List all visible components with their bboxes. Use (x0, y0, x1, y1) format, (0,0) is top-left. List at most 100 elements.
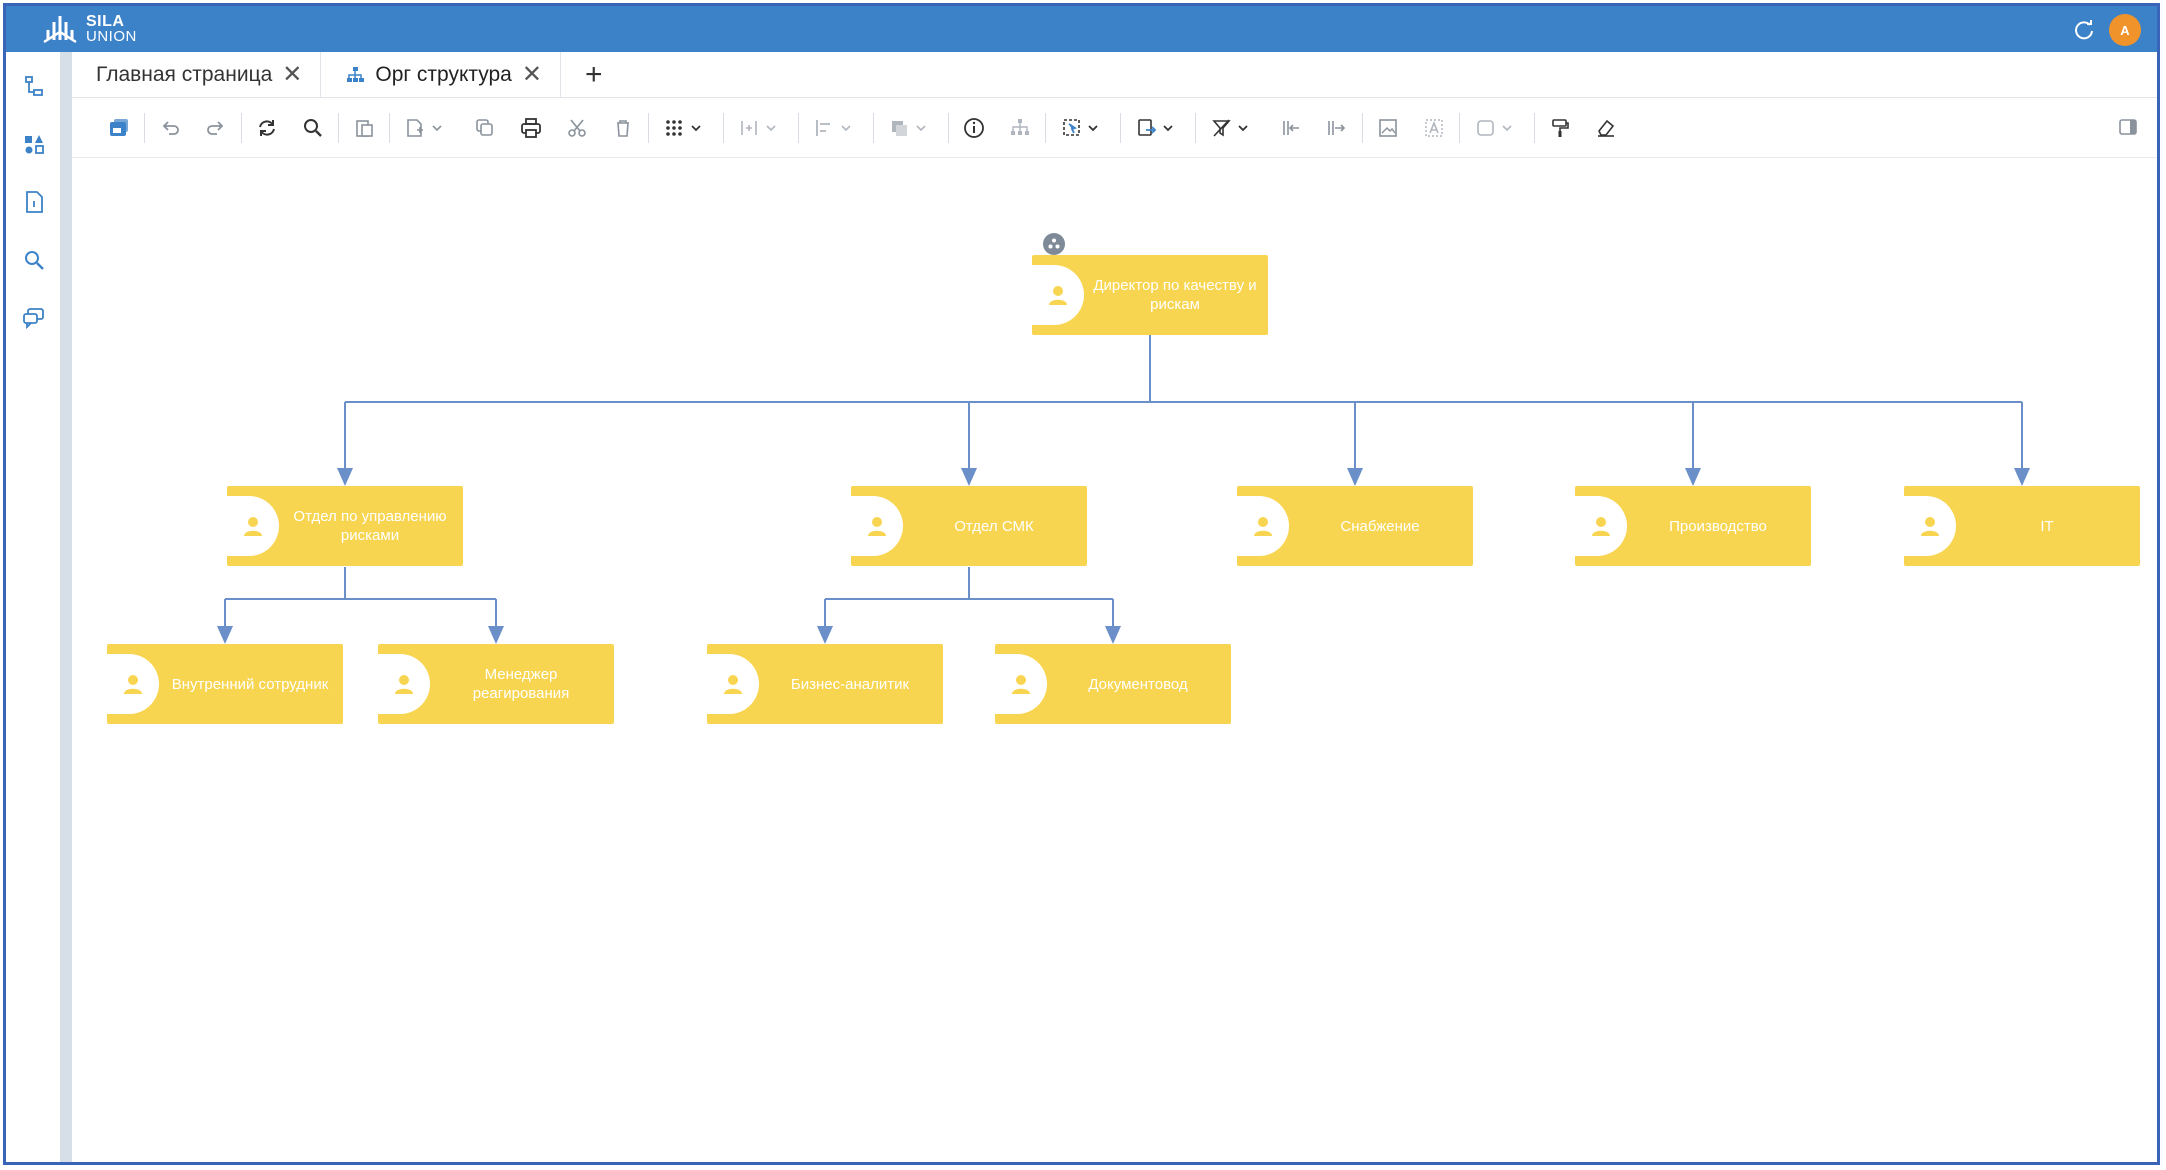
document-info-icon[interactable] (20, 188, 48, 216)
align-dropdown[interactable] (801, 108, 871, 148)
export-dropdown[interactable] (1123, 108, 1193, 148)
comments-icon[interactable] (20, 304, 48, 332)
logo-icon (43, 16, 77, 44)
panel-toggle-icon[interactable] (2117, 116, 2139, 143)
tree-structure-icon[interactable] (20, 72, 48, 100)
person-icon (995, 654, 1047, 714)
shapes-icon[interactable] (20, 130, 48, 158)
add-tab-button[interactable]: + (584, 57, 603, 91)
toolbar-divider (723, 112, 724, 143)
hierarchy-icon[interactable] (997, 108, 1043, 148)
tab-home[interactable]: Главная страница ✕ (72, 52, 322, 97)
filter-dropdown[interactable] (1198, 108, 1268, 148)
zoom-search-icon[interactable] (290, 108, 336, 148)
save-icon[interactable] (96, 108, 142, 148)
diagram-canvas[interactable]: Директор по качеству и рискам Отдел по у… (72, 159, 2157, 1162)
eraser-icon[interactable] (1583, 108, 1629, 148)
toolbar (72, 98, 2157, 158)
image-icon[interactable] (1365, 108, 1411, 148)
toolbar-divider (1362, 112, 1363, 143)
format-painter-icon[interactable] (1537, 108, 1583, 148)
node-label: Бизнес-аналитик (790, 675, 910, 693)
person-icon (1904, 496, 1956, 556)
layer-dropdown[interactable] (876, 108, 946, 148)
org-node-response-manager[interactable]: Менеджер реагирования (378, 644, 614, 724)
org-node-risk-department[interactable]: Отдел по управлению рисками (227, 486, 463, 566)
org-node-production[interactable]: Производство (1575, 486, 1811, 566)
connectors (217, 335, 2030, 644)
node-label: Отдел по управлению рисками (293, 508, 447, 544)
person-icon (378, 654, 430, 714)
close-icon[interactable]: ✕ (521, 60, 542, 88)
logo-text-line2: UNION (86, 28, 137, 45)
toolbar-divider (389, 112, 390, 143)
top-bar: SILA UNION A (6, 6, 2157, 52)
sync-icon[interactable] (2073, 19, 2095, 41)
person-icon (1575, 496, 1627, 556)
tab-org-structure[interactable]: Орг структура ✕ (321, 52, 561, 97)
toolbar-divider (1195, 112, 1196, 143)
search-icon[interactable] (20, 246, 48, 274)
collapse-toggle-icon[interactable] (1043, 233, 1065, 255)
select-dropdown[interactable] (1048, 108, 1118, 148)
toolbar-divider (1045, 112, 1046, 143)
toolbar-divider (948, 112, 949, 143)
org-node-document-clerk[interactable]: Документовод (995, 644, 1231, 724)
delete-icon[interactable] (600, 108, 646, 148)
print-icon[interactable] (508, 108, 554, 148)
node-label: IT (2040, 517, 2054, 535)
toolbar-divider (798, 112, 799, 143)
info-icon[interactable] (951, 108, 997, 148)
sidebar-divider[interactable] (60, 52, 72, 1162)
org-node-root[interactable]: Директор по качеству и рискам (1032, 255, 1268, 335)
insert-dropdown[interactable] (392, 108, 462, 148)
toolbar-divider (873, 112, 874, 143)
node-label: Менеджер реагирования (472, 666, 570, 702)
grid-dropdown[interactable] (651, 108, 721, 148)
org-node-business-analyst[interactable]: Бизнес-аналитик (707, 644, 943, 724)
text-frame-icon[interactable] (1411, 108, 1457, 148)
toolbar-divider (144, 112, 145, 143)
org-node-internal-employee[interactable]: Внутренний сотрудник (107, 644, 343, 724)
node-label: Директор по качеству и рискам (1093, 277, 1257, 313)
org-chart-icon (347, 66, 365, 82)
person-icon (1237, 496, 1289, 556)
node-label: Производство (1669, 517, 1767, 535)
logo-text-line1: SILA (86, 13, 125, 30)
cut-icon[interactable] (554, 108, 600, 148)
user-avatar[interactable]: A (2109, 14, 2141, 46)
paste-icon[interactable] (341, 108, 387, 148)
org-node-smk-department[interactable]: Отдел СМК (851, 486, 1087, 566)
node-label: Отдел СМК (954, 517, 1034, 535)
app-window: SILA UNION A (3, 3, 2160, 1165)
left-sidebar (6, 52, 60, 1162)
node-label: Документовод (1088, 675, 1188, 693)
toolbar-divider (1459, 112, 1460, 143)
toolbar-divider (1534, 112, 1535, 143)
close-icon[interactable]: ✕ (282, 60, 303, 88)
shrink-icon[interactable] (1268, 108, 1314, 148)
tab-bar: Главная страница ✕ Орг структура ✕ + (72, 52, 2157, 98)
shape-dropdown[interactable] (1462, 108, 1532, 148)
toolbar-divider (338, 112, 339, 143)
expand-icon[interactable] (1314, 108, 1360, 148)
refresh-icon[interactable] (244, 108, 290, 148)
toolbar-divider (1120, 112, 1121, 143)
node-label: Внутренний сотрудник (171, 675, 329, 693)
org-node-it[interactable]: IT (1904, 486, 2140, 566)
person-icon (1032, 265, 1084, 325)
org-node-supply[interactable]: Снабжение (1237, 486, 1473, 566)
toolbar-divider (241, 112, 242, 143)
person-icon (851, 496, 903, 556)
redo-icon[interactable] (193, 108, 239, 148)
node-label: Снабжение (1340, 517, 1420, 535)
copy-icon[interactable] (462, 108, 508, 148)
person-icon (107, 654, 159, 714)
spacing-dropdown[interactable] (726, 108, 796, 148)
toolbar-divider (648, 112, 649, 143)
person-icon (227, 496, 279, 556)
undo-icon[interactable] (147, 108, 193, 148)
tab-label: Главная страница (96, 62, 273, 86)
person-icon (707, 654, 759, 714)
logo[interactable]: SILA UNION (42, 12, 137, 46)
